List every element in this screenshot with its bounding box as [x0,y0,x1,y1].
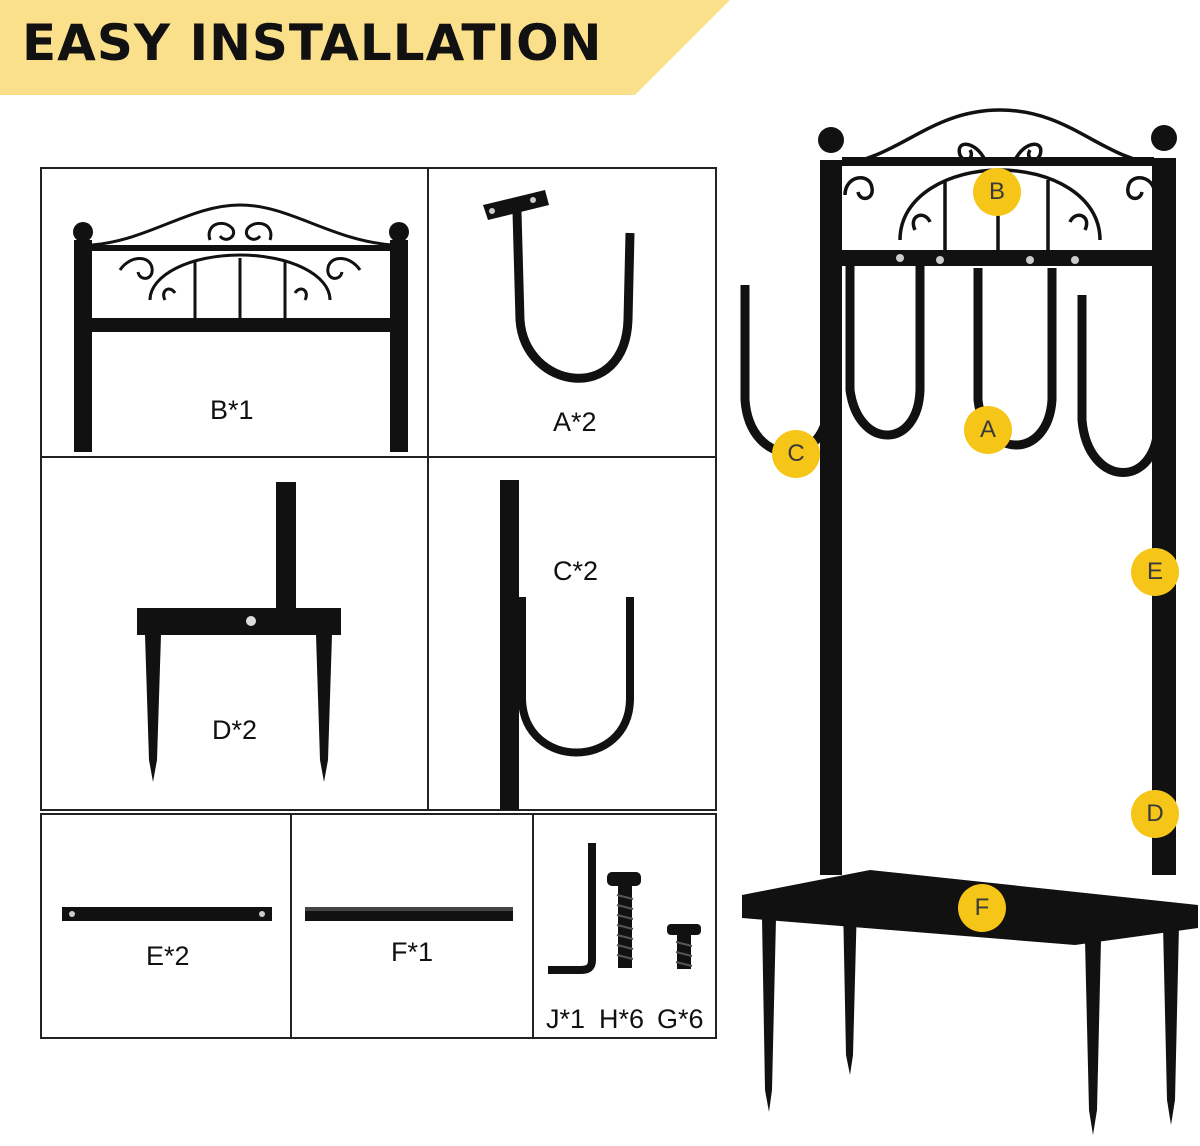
badge-c: C [772,430,820,478]
part-g-label: G*6 [657,1004,704,1034]
part-d-label: D*2 [212,715,258,745]
badge-d: D [1131,790,1179,838]
part-j-label: J*1 [546,1004,586,1034]
part-h-label: H*6 [599,1004,645,1034]
part-e-label: E*2 [146,941,190,971]
part-a-label: A*2 [553,407,597,437]
badge-f: F [958,884,1006,932]
badge-e: E [1131,548,1179,596]
part-f-label: F*1 [391,937,434,967]
page-title: EASY INSTALLATION [22,14,603,72]
badge-b: B [973,168,1021,216]
part-c-label: C*2 [553,556,599,586]
badge-a: A [964,406,1012,454]
title-banner [0,0,730,95]
part-b-label: B*1 [210,395,254,425]
